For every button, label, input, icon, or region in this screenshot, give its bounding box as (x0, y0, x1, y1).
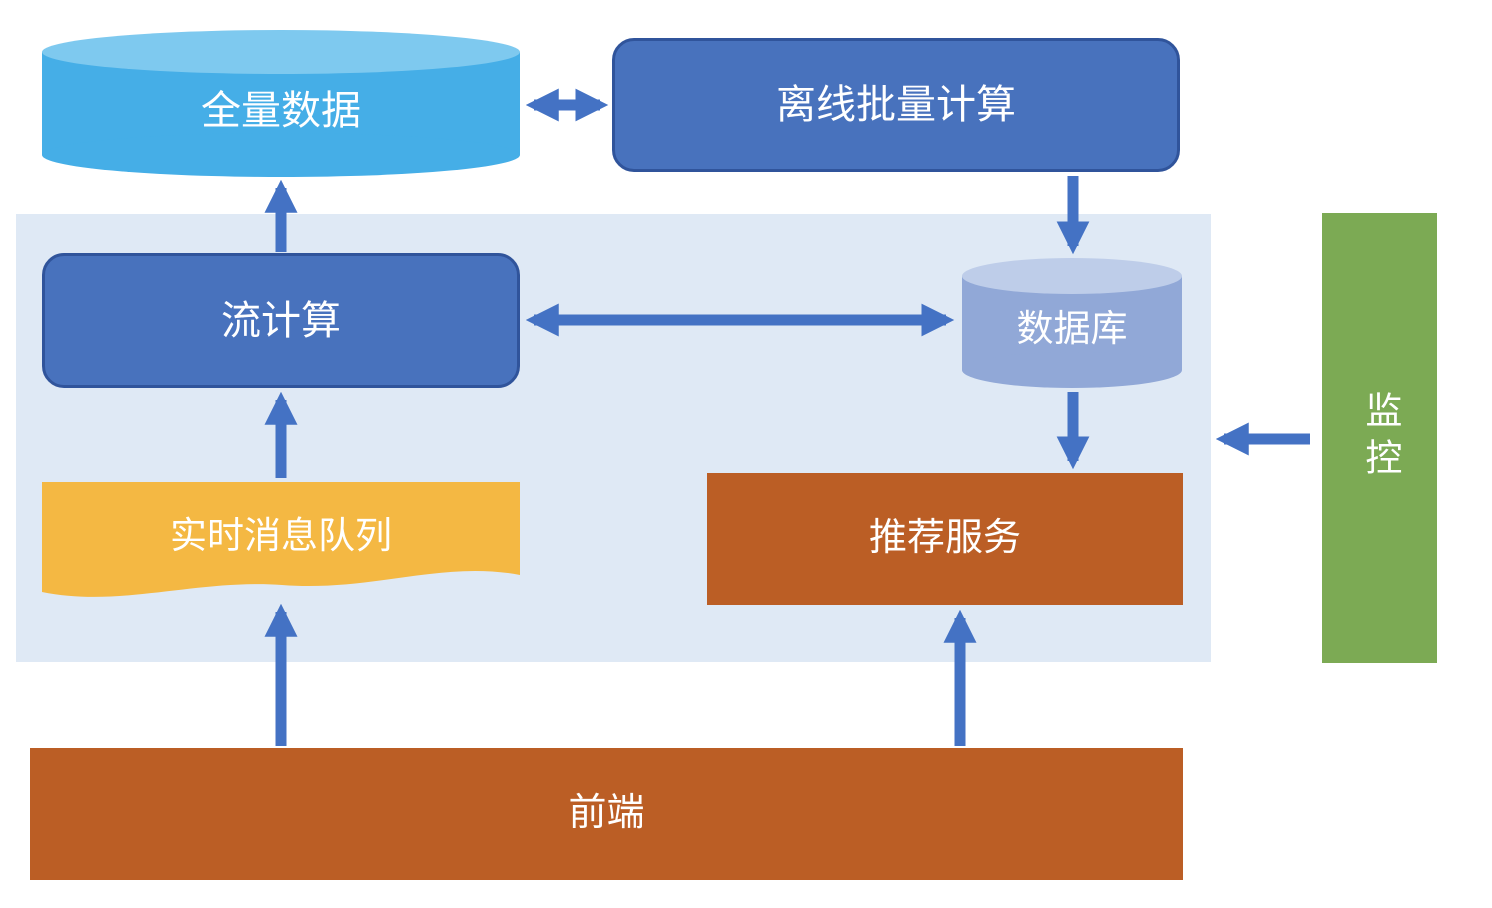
node-database: 数据库 (962, 258, 1182, 388)
node-recommend-service: 推荐服务 (707, 473, 1183, 605)
document-wave-icon (42, 482, 520, 597)
node-stream-compute: 流计算 (42, 253, 520, 388)
node-stream-compute-label: 流计算 (221, 298, 341, 343)
node-recommend-service-label: 推荐服务 (868, 517, 1021, 560)
node-monitoring-label: 监控 (1359, 391, 1401, 485)
node-full-data: 全量数据 (42, 30, 520, 177)
node-frontend: 前端 (30, 748, 1183, 880)
node-full-data-label: 全量数据 (201, 88, 361, 133)
node-monitoring: 监控 (1322, 213, 1437, 663)
node-frontend-label: 前端 (568, 792, 645, 835)
node-database-label: 数据库 (1016, 307, 1128, 349)
node-offline-batch: 离线批量计算 (612, 38, 1180, 172)
node-offline-batch-label: 离线批量计算 (776, 83, 1016, 127)
node-realtime-queue-label: 实时消息队列 (170, 515, 392, 557)
database-cylinder-icon (962, 258, 1182, 388)
database-cylinder-icon (42, 30, 520, 177)
node-realtime-queue: 实时消息队列 (42, 482, 520, 607)
